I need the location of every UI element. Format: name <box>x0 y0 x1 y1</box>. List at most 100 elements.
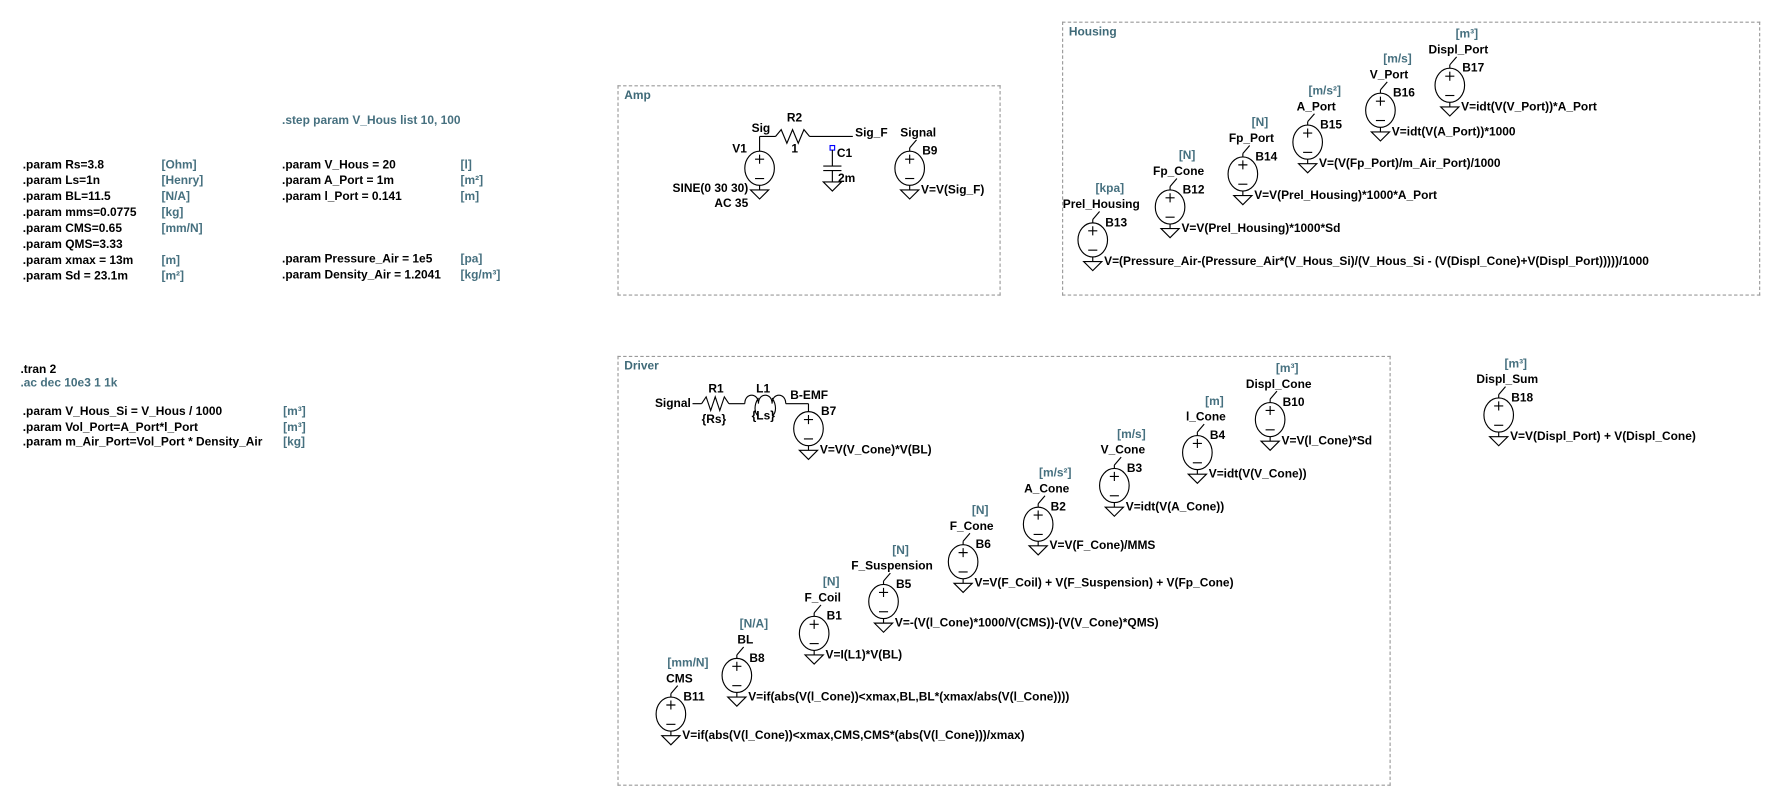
bsource-b13-name[interactable]: B13 <box>1105 216 1128 230</box>
bsource-b5-name[interactable]: B5 <box>896 577 912 592</box>
bsource-b2-name[interactable]: B2 <box>1050 500 1066 514</box>
bsource-b12-name[interactable]: B12 <box>1182 183 1205 197</box>
param-directive[interactable]: .param xmax = 13m <box>22 253 134 268</box>
param-unit-comment[interactable]: [N/A] <box>161 189 190 204</box>
bsource-b16-name[interactable]: B16 <box>1392 86 1415 101</box>
r1-value[interactable]: {Rs} <box>701 412 727 427</box>
net-label-f-coil[interactable]: F_Coil <box>804 591 841 605</box>
param-directive[interactable]: .param CMS=0.65 <box>22 221 122 236</box>
bsource-b2-equation[interactable]: V=V(F_Cone)/MMS <box>1049 538 1156 553</box>
bsource-b11-name[interactable]: B11 <box>683 690 705 704</box>
param-directive[interactable]: .param V_Hous_Si = V_Hous / 1000 <box>22 404 223 419</box>
bsource-b3-equation[interactable]: V=idt(V(A_Cone)) <box>1125 500 1225 514</box>
param-unit-comment[interactable]: [kg] <box>161 205 184 220</box>
param-unit-comment[interactable]: [m³] <box>283 420 306 434</box>
unit-comment[interactable]: [kpa] <box>1095 181 1125 196</box>
bsource-b4-equation[interactable]: V=idt(V(V_Cone)) <box>1208 467 1307 481</box>
param-directive[interactable]: .param Density_Air = 1.2041 <box>282 268 441 283</box>
param-directive[interactable]: .param Vol_Port=A_Port*l_Port <box>22 420 199 434</box>
net-label-bl[interactable]: BL <box>737 633 754 648</box>
param-unit-comment[interactable]: [m²] <box>161 269 185 284</box>
unit-comment[interactable]: [m/s²] <box>1038 466 1072 480</box>
unit-comment[interactable]: [N/A] <box>739 617 769 632</box>
unit-comment[interactable]: [N] <box>1251 115 1269 130</box>
bsource-b14-name[interactable]: B14 <box>1255 150 1278 164</box>
bsource-b17-name[interactable]: B17 <box>1462 61 1485 76</box>
unit-comment[interactable]: [N] <box>822 575 840 590</box>
param-unit-comment[interactable]: [m] <box>460 189 480 204</box>
bsource-b1-name[interactable]: B1 <box>826 609 842 624</box>
net-label-signal[interactable]: Signal <box>654 396 691 411</box>
param-unit-comment[interactable]: [l] <box>460 158 472 172</box>
bsource-b9-name[interactable]: B9 <box>922 144 938 159</box>
param-unit-comment[interactable]: [kg] <box>283 435 306 450</box>
param-directive[interactable]: .param Sd = 23.1m <box>22 269 128 284</box>
bsource-b17-equation[interactable]: V=idt(V(V_Port))*A_Port <box>1461 100 1597 114</box>
unit-comment[interactable]: [m³] <box>1504 357 1528 371</box>
bsource-b8-equation[interactable]: V=if(abs(V(l_Cone))<xmax,BL,BL*(xmax/abs… <box>748 690 1070 704</box>
unit-comment[interactable]: [N] <box>892 543 909 558</box>
bsource-b15-name[interactable]: B15 <box>1320 118 1343 132</box>
param-directive[interactable]: .param Ls=1n <box>22 173 101 188</box>
bsource-b11-equation[interactable]: V=if(abs(V(l_Cone))<xmax,CMS,CMS*(abs(V(… <box>682 728 1025 743</box>
net-label-displ-cone[interactable]: Displ_Cone <box>1245 377 1312 392</box>
param-unit-comment[interactable]: [mm/N] <box>161 221 203 236</box>
param-unit-comment[interactable]: [pa] <box>460 252 483 267</box>
param-directive[interactable]: .param A_Port = 1m <box>282 173 395 188</box>
param-directive[interactable]: .param Pressure_Air = 1e5 <box>282 252 433 267</box>
net-label-b-emf[interactable]: B-EMF <box>790 388 829 403</box>
net-label-v-cone[interactable]: V_Cone <box>1100 443 1146 458</box>
r1-name[interactable]: R1 <box>708 382 724 396</box>
bsource-b5-equation[interactable]: V=-(V(l_Cone)*1000/V(CMS))-(V(V_Cone)*QM… <box>894 616 1159 630</box>
bsource-b18-equation[interactable]: V=V(Displ_Port) + V(Displ_Cone) <box>1510 429 1696 444</box>
l1-value[interactable]: {Ls} <box>751 409 775 424</box>
r2-value[interactable]: 1 <box>791 142 799 156</box>
bsource-b9-equation[interactable]: V=V(Sig_F) <box>921 183 985 197</box>
net-label-displ-sum[interactable]: Displ_Sum <box>1476 372 1539 387</box>
param-directive[interactable]: .param Rs=3.8 <box>22 158 105 172</box>
param-unit-comment[interactable]: [m] <box>161 253 181 268</box>
c1-name[interactable]: C1 <box>836 146 853 161</box>
bsource-b4-name[interactable]: B4 <box>1209 428 1226 443</box>
net-label-signal[interactable]: Signal <box>900 126 937 140</box>
unit-comment[interactable]: [N] <box>1178 148 1196 163</box>
tran-directive[interactable]: .tran 2 <box>20 362 57 377</box>
bsource-b14-equation[interactable]: V=V(Prel_Housing)*1000*A_Port <box>1254 188 1438 203</box>
param-directive[interactable]: .param mms=0.0775 <box>22 205 137 220</box>
c1-value[interactable]: 2m <box>838 171 856 186</box>
net-label-f-suspension[interactable]: F_Suspension <box>851 559 933 574</box>
bsource-b3-name[interactable]: B3 <box>1126 461 1143 476</box>
net-label-a-cone[interactable]: A_Cone <box>1024 482 1070 496</box>
param-directive[interactable]: .param BL=11.5 <box>22 189 111 204</box>
bsource-b16-equation[interactable]: V=idt(V(A_Port))*1000 <box>1391 125 1516 139</box>
bsource-b7-name[interactable]: B7 <box>820 404 837 419</box>
bsource-b12-equation[interactable]: V=V(Prel_Housing)*1000*Sd <box>1181 221 1341 236</box>
v1-value-ac[interactable]: AC 35 <box>714 196 749 211</box>
unit-comment[interactable]: [mm/N] <box>667 656 709 670</box>
bsource-b6-name[interactable]: B6 <box>975 537 991 552</box>
net-label-sig-f[interactable]: Sig_F <box>855 126 888 140</box>
param-unit-comment[interactable]: [kg/m³] <box>460 268 501 283</box>
bsource-b1-equation[interactable]: V=I(L1)*V(BL) <box>825 648 903 662</box>
unit-comment[interactable]: [m] <box>1205 394 1224 409</box>
param-unit-comment[interactable]: [Henry] <box>161 173 204 188</box>
net-label-cms[interactable]: CMS <box>666 672 693 686</box>
param-directive[interactable]: .param l_Port = 0.141 <box>282 189 402 204</box>
unit-comment[interactable]: [m/s] <box>1383 52 1412 66</box>
unit-comment[interactable]: [m/s²] <box>1308 84 1341 98</box>
bsource-b13-equation[interactable]: V=(Pressure_Air-(Pressure_Air*(V_Hous_Si… <box>1104 254 1649 269</box>
bsource-b15-equation[interactable]: V=(V(Fp_Port)/m_Air_Port)/1000 <box>1319 156 1501 171</box>
param-unit-comment[interactable]: [m³] <box>283 404 306 419</box>
v1-name[interactable]: V1 <box>732 142 747 156</box>
param-unit-comment[interactable]: [m²] <box>460 173 484 188</box>
param-directive[interactable]: .param m_Air_Port=Vol_Port * Density_Air <box>22 435 263 450</box>
bsource-b8-name[interactable]: B8 <box>749 651 765 666</box>
step-directive[interactable]: .step param V_Hous list 10, 100 <box>282 113 461 128</box>
net-label-a-port[interactable]: A_Port <box>1296 100 1336 114</box>
l1-name[interactable]: L1 <box>756 382 771 396</box>
net-label-prel-housing[interactable]: Prel_Housing <box>1062 197 1140 212</box>
param-directive[interactable]: .param V_Hous = 20 <box>282 158 396 172</box>
bsource-b10-equation[interactable]: V=V(l_Cone)*Sd <box>1281 434 1373 449</box>
param-directive[interactable]: .param QMS=3.33 <box>22 237 123 252</box>
